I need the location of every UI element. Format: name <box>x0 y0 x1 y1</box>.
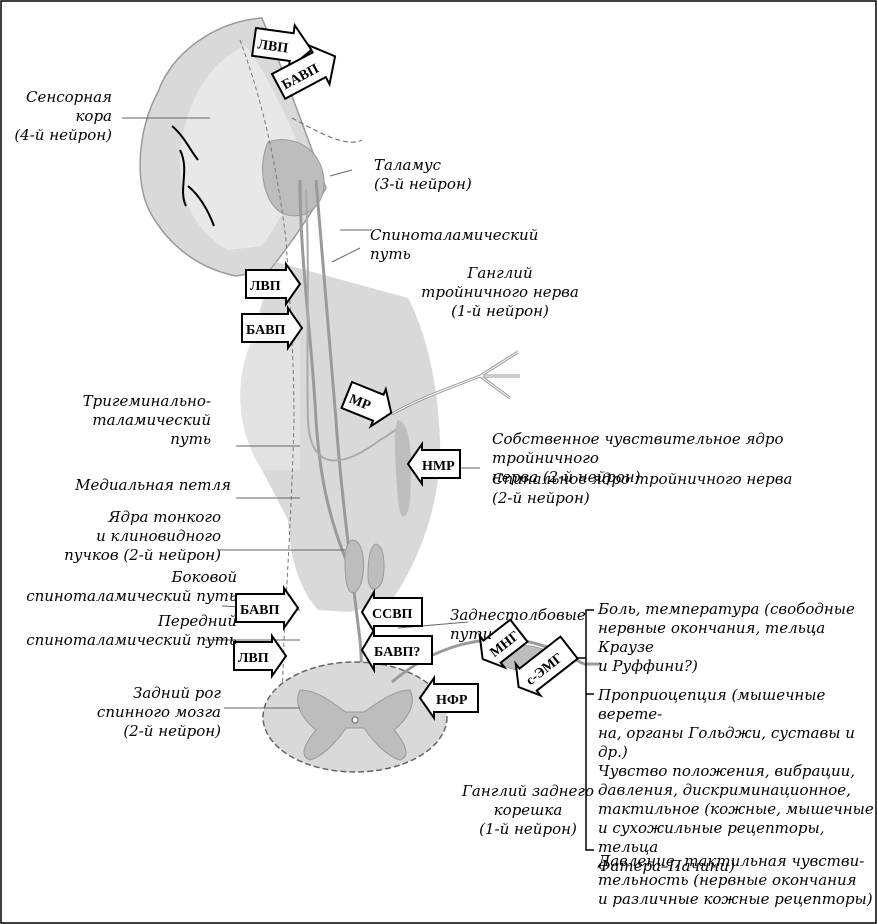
label-thalamus: Таламус (3-й нейрон) <box>374 156 472 194</box>
arrow-label: ЛВП <box>250 279 281 294</box>
label-posterior-columns: Заднестолбовые пути <box>450 606 586 644</box>
label-lateral-spinothalamic: Боковой спиноталамический путь <box>26 568 237 606</box>
label-anterior-spinothalamic: Передний спиноталамический путь <box>26 612 237 650</box>
arrow-label: ЛВП <box>238 651 269 666</box>
arrow-ssvp: ССВП <box>362 592 422 632</box>
arrow-label: НМР <box>422 459 455 474</box>
arrow-label: БАВП <box>246 323 286 338</box>
label-trigeminothalamic: Тригеминально- таламический путь <box>83 392 211 449</box>
label-pressure-touch: Давление, тактильная чувстви- тельность … <box>598 852 873 909</box>
arrow-label: БАВП? <box>374 645 420 660</box>
label-spinothalamic-path: Спиноталамический путь <box>370 226 538 264</box>
label-spinal-nucleus: Спинальное ядро тройничного нерва (2-й н… <box>492 470 792 508</box>
arrow-lvp-low: ЛВП <box>234 636 286 676</box>
arrow-label: БАВП <box>240 603 280 618</box>
label-dorsal-horn: Задний рог спинного мозга (2-й нейрон) <box>97 684 221 741</box>
label-medial-lemniscus: Медиальная петля <box>75 476 231 495</box>
label-dorsal-root-ganglion: Ганглий заднего корешка (1-й нейрон) <box>452 782 604 839</box>
pons-bulge <box>240 340 300 470</box>
label-gracile-cuneate: Ядра тонкого и клиновидного пучков (2-й … <box>64 508 221 565</box>
arrow-label: ССВП <box>372 607 413 622</box>
arrow-bavp-left: БАВП <box>236 588 298 628</box>
arrow-nfr: НФР <box>420 678 478 718</box>
arrow-bavp-q: БАВП? <box>362 630 432 670</box>
arrow-bavp-mid: БАВП <box>242 308 302 348</box>
central-canal <box>352 717 358 723</box>
arrow-label: НФР <box>436 693 468 708</box>
label-trigeminal-ganglion: Ганглий тройничного нерва (1-й нейрон) <box>416 264 584 321</box>
label-pain-temperature: Боль, температура (свободные нервные око… <box>598 600 877 676</box>
label-sensory-cortex: Сенсорная кора (4-й нейрон) <box>14 88 112 145</box>
label-proprioception: Проприоцепция (мышечные верете- на, орга… <box>598 686 877 876</box>
